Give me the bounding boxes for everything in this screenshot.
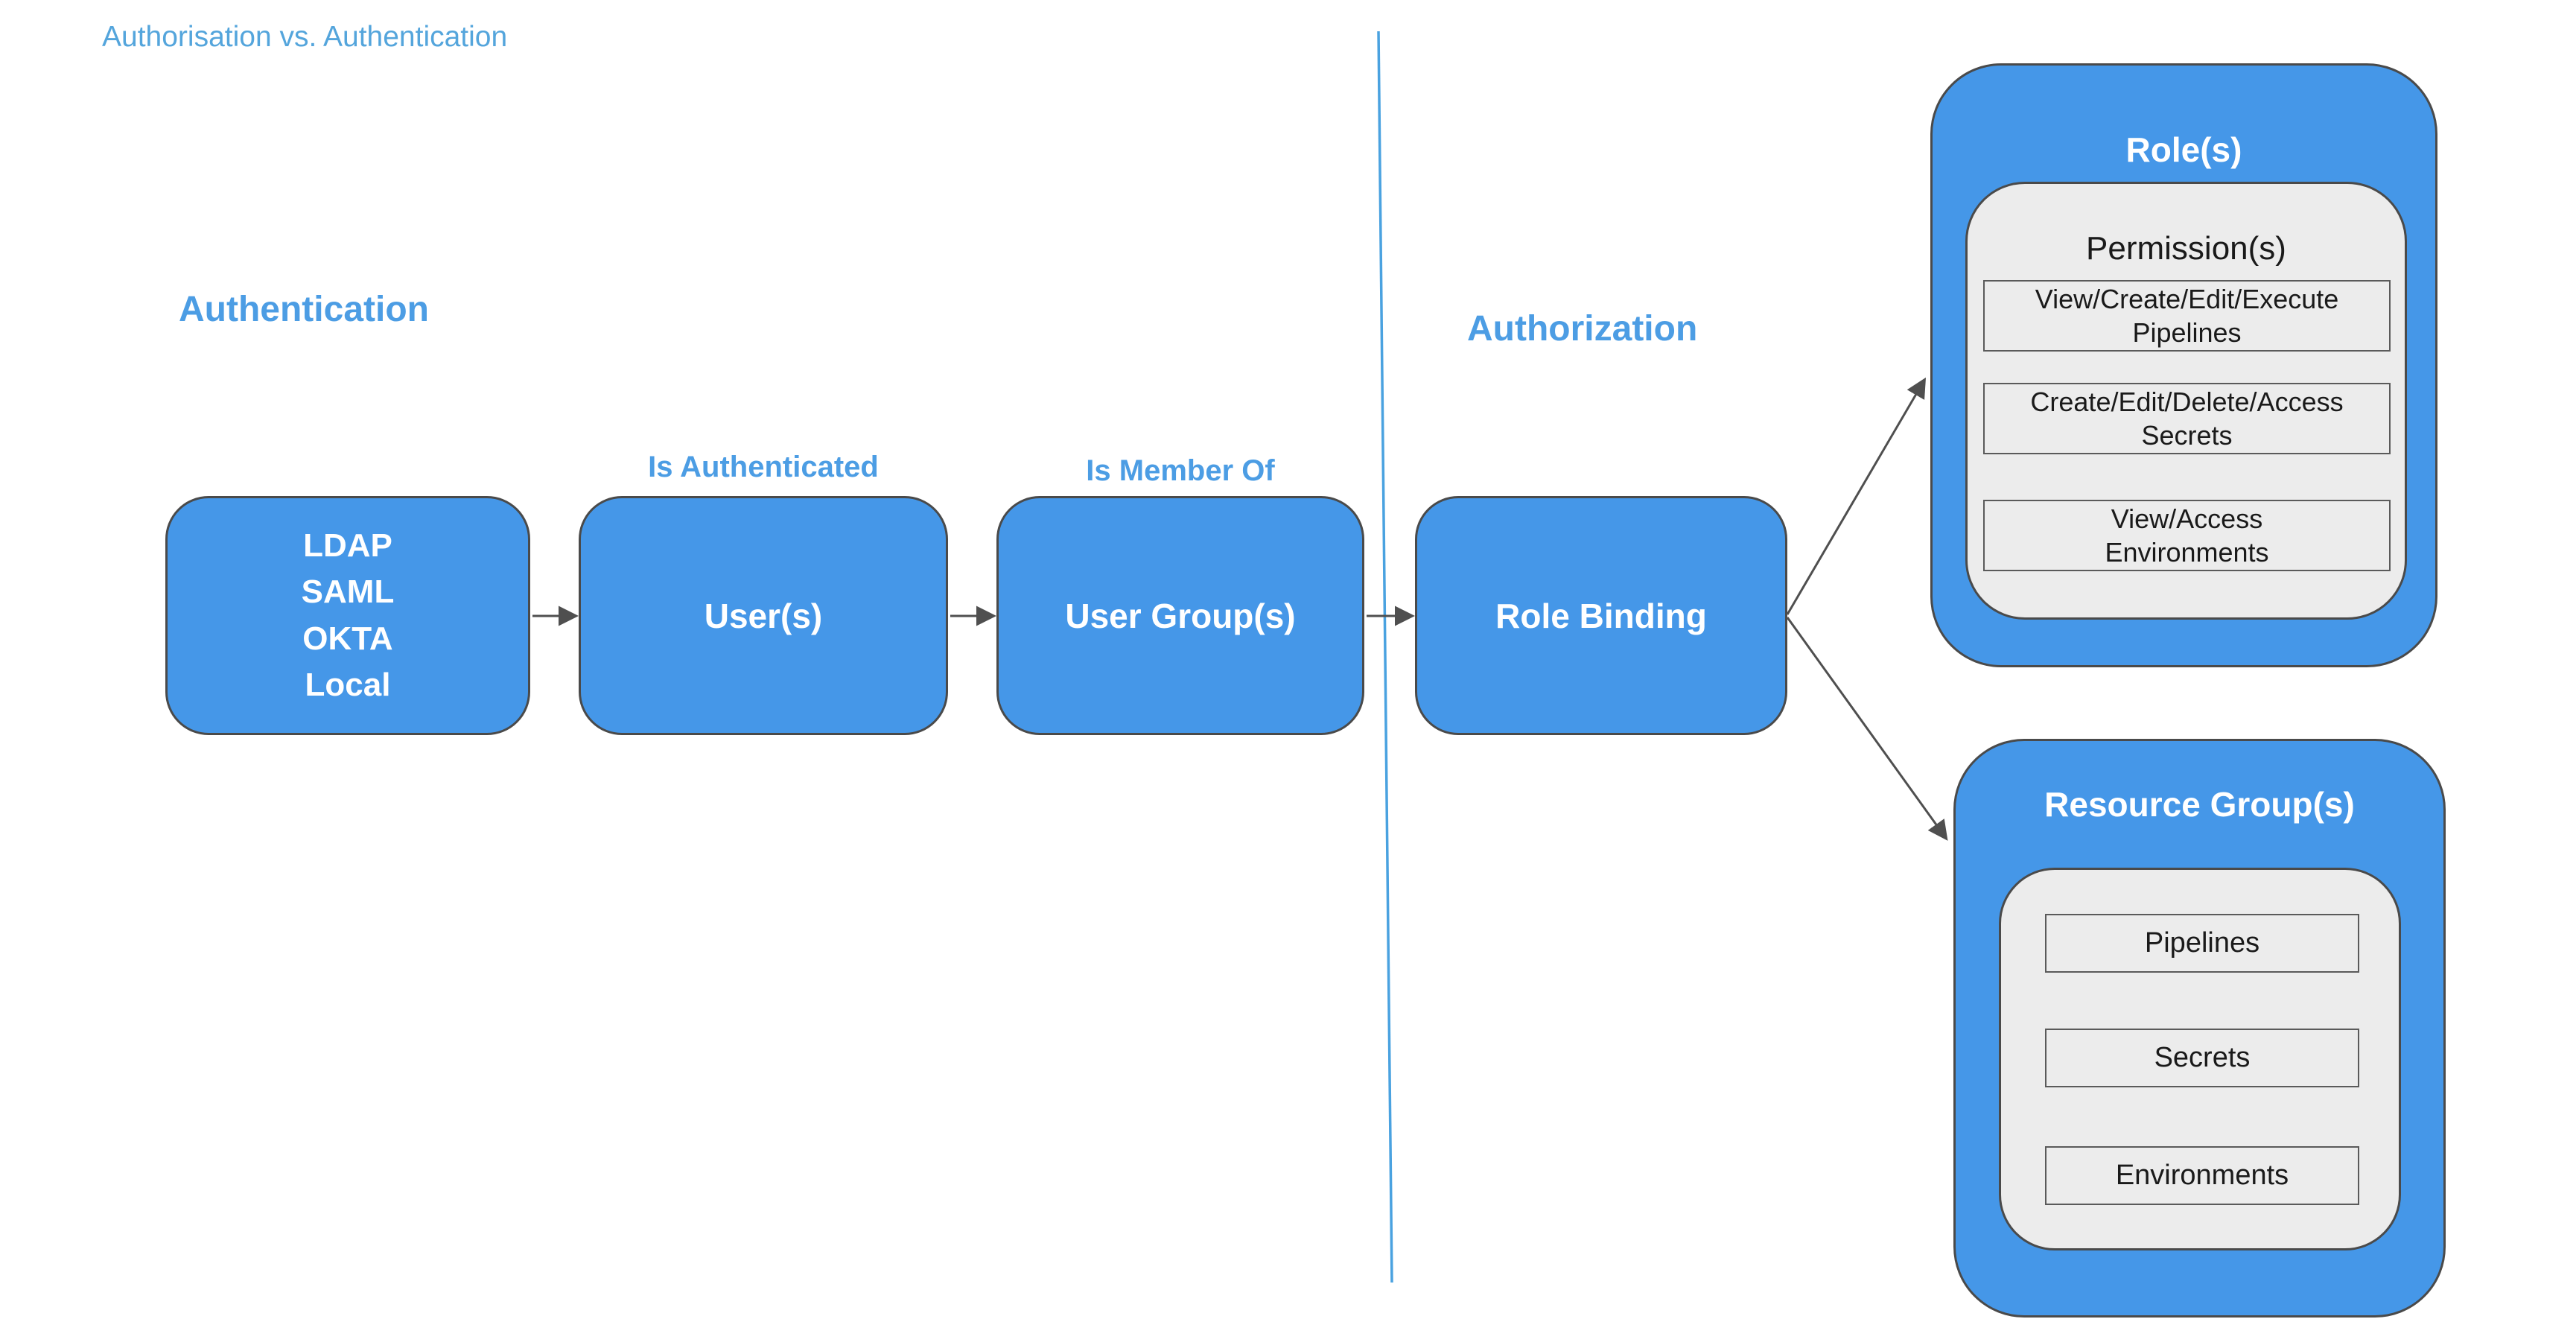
permission-item: View/Access Environments (1983, 500, 2391, 571)
resource-item: Secrets (2045, 1029, 2359, 1087)
permissions-panel: Permission(s) View/Create/Edit/Execute P… (1965, 182, 2407, 620)
resource-groups-container: Resource Group(s) Pipelines Secrets Envi… (1953, 739, 2446, 1318)
roles-container-title: Role(s) (2125, 130, 2242, 169)
resource-groups-container-title: Resource Group(s) (2044, 785, 2355, 824)
page-title: Authorisation vs. Authentication (102, 21, 508, 53)
permission-item: View/Create/Edit/Execute Pipelines (1983, 280, 2391, 352)
section-divider-line (1377, 31, 1393, 1283)
edge-label-is-member-of: Is Member Of (1086, 454, 1275, 487)
roles-container: Role(s) Permission(s) View/Create/Edit/E… (1930, 63, 2437, 667)
node-user-groups: User Group(s) (996, 496, 1364, 735)
arrow-role-binding-to-resource-groups (1786, 617, 1948, 841)
permissions-panel-title: Permission(s) (2086, 230, 2286, 267)
authorization-section-heading: Authorization (1467, 309, 1698, 349)
resource-item: Pipelines (2045, 914, 2359, 973)
edge-label-is-authenticated: Is Authenticated (648, 451, 879, 483)
arrow-role-binding-to-roles (1786, 377, 1927, 615)
permission-item: Create/Edit/Delete/Access Secrets (1983, 383, 2391, 454)
node-role-binding: Role Binding (1415, 496, 1787, 735)
node-users: User(s) (579, 496, 948, 735)
resources-panel: Pipelines Secrets Environments (1999, 868, 2401, 1250)
authentication-section-heading: Authentication (179, 290, 429, 329)
node-identity-providers: LDAP SAML OKTA Local (165, 496, 530, 735)
resource-item: Environments (2045, 1146, 2359, 1205)
